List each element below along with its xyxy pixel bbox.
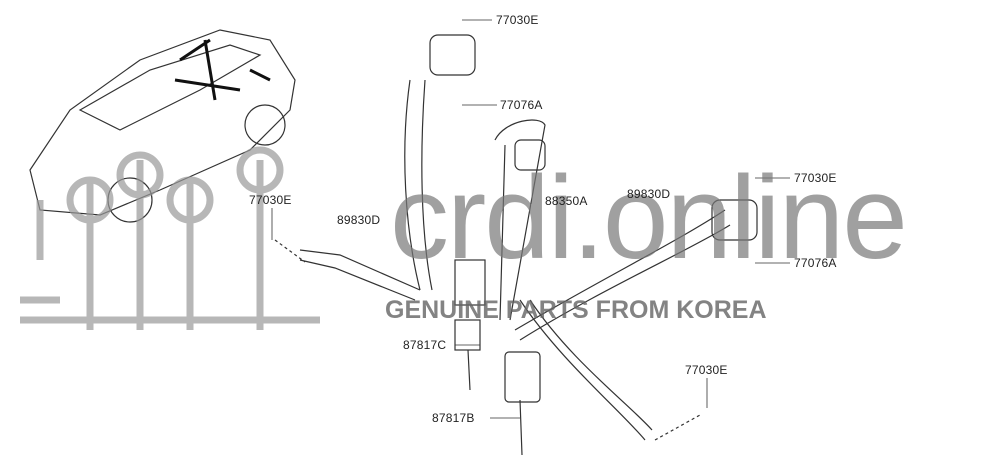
watermark-brand: crdi.online xyxy=(390,152,908,284)
label-center-belt: 88350A xyxy=(545,194,588,208)
watermark-logo xyxy=(20,146,320,330)
watermark-tagline: GENUINE PARTS FROM KOREA xyxy=(385,296,767,324)
label-left-nut: 77030E xyxy=(249,193,292,207)
label-buckle-b: 87817B xyxy=(432,411,475,425)
label-right-belt: 89830D xyxy=(627,187,671,201)
label-right-bolt: 77076A xyxy=(794,256,837,270)
label-left-belt: 89830D xyxy=(337,213,381,227)
label-right-nut: 77030E xyxy=(794,171,837,185)
label-buckle-c: 87817C xyxy=(403,338,447,352)
label-top-bolt: 77076A xyxy=(500,98,543,112)
center-belt xyxy=(454,119,546,456)
label-top-nut: 77030E xyxy=(496,13,539,27)
left-belt xyxy=(274,34,476,301)
leader-lines xyxy=(271,19,790,419)
label-bottom-nut: 77030E xyxy=(685,363,728,377)
right-belt xyxy=(514,199,758,441)
